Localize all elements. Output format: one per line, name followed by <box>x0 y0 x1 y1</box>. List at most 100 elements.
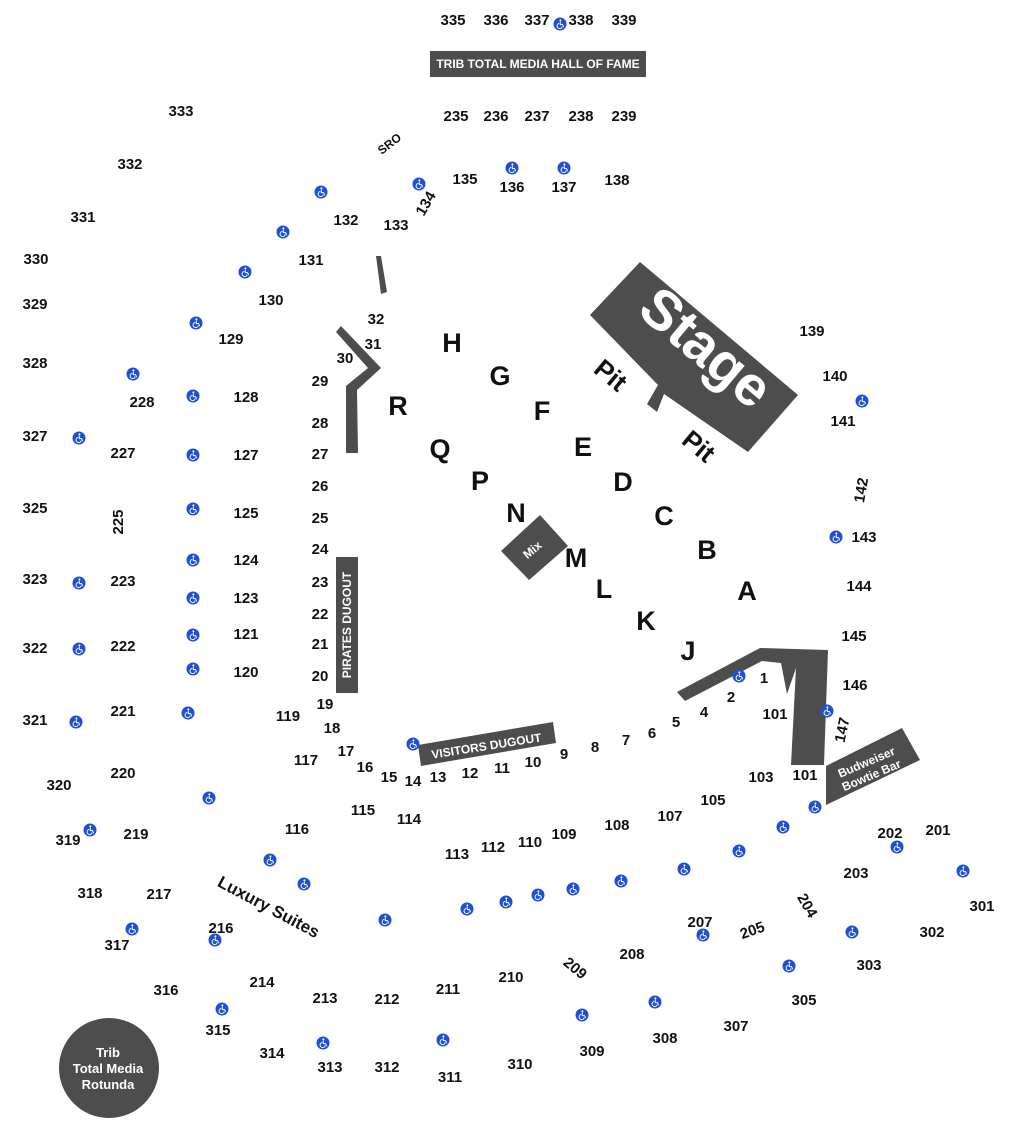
section-114[interactable]: 114 <box>397 811 422 828</box>
section-8[interactable]: 8 <box>591 739 599 756</box>
section-135[interactable]: 135 <box>452 171 477 188</box>
section-319[interactable]: 319 <box>55 832 80 849</box>
section-105[interactable]: 105 <box>700 792 725 809</box>
section-123[interactable]: 123 <box>233 590 258 607</box>
section-112[interactable]: 112 <box>481 839 505 856</box>
section-2[interactable]: 2 <box>727 689 735 706</box>
section-27[interactable]: 27 <box>312 446 329 463</box>
section-338[interactable]: 338 <box>568 12 593 29</box>
section-13[interactable]: 13 <box>430 769 447 786</box>
section-20[interactable]: 20 <box>312 668 329 685</box>
section-21[interactable]: 21 <box>312 636 329 653</box>
section-314[interactable]: 314 <box>259 1045 285 1062</box>
section-12[interactable]: 12 <box>462 765 479 782</box>
section-305[interactable]: 305 <box>791 992 816 1009</box>
section-207[interactable]: 207 <box>687 914 712 931</box>
section-133[interactable]: 133 <box>383 217 408 234</box>
floor-row-k[interactable]: K <box>636 606 656 636</box>
section-337[interactable]: 337 <box>524 12 549 29</box>
section-238[interactable]: 238 <box>568 108 593 125</box>
section-110[interactable]: 110 <box>518 834 542 851</box>
section-208[interactable]: 208 <box>619 946 644 963</box>
section-15[interactable]: 15 <box>381 769 398 786</box>
section-16[interactable]: 16 <box>357 759 374 776</box>
section-18[interactable]: 18 <box>324 720 341 737</box>
section-142[interactable]: 142 <box>851 476 872 504</box>
section-115[interactable]: 115 <box>351 802 375 819</box>
section-214[interactable]: 214 <box>249 974 275 991</box>
section-310[interactable]: 310 <box>507 1056 532 1073</box>
section-217[interactable]: 217 <box>146 886 171 903</box>
section-205[interactable]: 205 <box>738 919 767 944</box>
section-329[interactable]: 329 <box>22 296 47 313</box>
section-222[interactable]: 222 <box>110 638 135 655</box>
section-323[interactable]: 323 <box>22 571 47 588</box>
section-28[interactable]: 28 <box>312 415 329 432</box>
section-309[interactable]: 309 <box>579 1043 604 1060</box>
section-26[interactable]: 26 <box>312 478 329 495</box>
section-147[interactable]: 147 <box>832 716 854 744</box>
section-203[interactable]: 203 <box>843 865 868 882</box>
section-318[interactable]: 318 <box>77 885 102 902</box>
section-210[interactable]: 210 <box>498 969 523 986</box>
section-127[interactable]: 127 <box>233 447 258 464</box>
floor-row-j[interactable]: J <box>680 636 695 666</box>
section-236[interactable]: 236 <box>483 108 508 125</box>
section-330[interactable]: 330 <box>23 251 48 268</box>
section-335[interactable]: 335 <box>440 12 465 29</box>
floor-row-l[interactable]: L <box>596 574 613 604</box>
section-25[interactable]: 25 <box>312 510 329 527</box>
section-333[interactable]: 333 <box>168 103 193 120</box>
section-125[interactable]: 125 <box>233 505 258 522</box>
section-103[interactable]: 103 <box>748 769 773 786</box>
section-138[interactable]: 138 <box>604 172 629 189</box>
section-223[interactable]: 223 <box>110 573 135 590</box>
section-14[interactable]: 14 <box>405 773 422 790</box>
section-145[interactable]: 145 <box>841 628 866 645</box>
section-225[interactable]: 225 <box>110 509 127 534</box>
section-320[interactable]: 320 <box>46 777 71 794</box>
section-325[interactable]: 325 <box>22 500 47 517</box>
section-339[interactable]: 339 <box>611 12 636 29</box>
section-10[interactable]: 10 <box>525 754 542 771</box>
section-134[interactable]: 134 <box>412 188 440 219</box>
section-139[interactable]: 139 <box>799 323 824 340</box>
section-137[interactable]: 137 <box>551 179 576 196</box>
section-211[interactable]: 211 <box>436 981 460 998</box>
section-131[interactable]: 131 <box>298 252 323 269</box>
section-221[interactable]: 221 <box>110 703 135 720</box>
section-212[interactable]: 212 <box>374 991 399 1008</box>
floor-row-f[interactable]: F <box>534 396 551 426</box>
section-216[interactable]: 216 <box>208 920 233 937</box>
section-4[interactable]: 4 <box>700 704 709 721</box>
floor-row-b[interactable]: B <box>697 535 717 565</box>
section-121[interactable]: 121 <box>233 626 258 643</box>
section-315[interactable]: 315 <box>205 1022 230 1039</box>
section-19[interactable]: 19 <box>317 696 334 713</box>
section-9[interactable]: 9 <box>560 746 568 763</box>
section-117[interactable]: 117 <box>294 752 318 769</box>
section-332[interactable]: 332 <box>117 156 142 173</box>
section-31[interactable]: 31 <box>365 336 382 353</box>
section-235[interactable]: 235 <box>443 108 468 125</box>
section-302[interactable]: 302 <box>919 924 944 941</box>
section-228[interactable]: 228 <box>129 394 154 411</box>
floor-row-c[interactable]: C <box>654 501 674 531</box>
section-32[interactable]: 32 <box>368 311 385 328</box>
section-130[interactable]: 130 <box>258 292 283 309</box>
floor-row-g[interactable]: G <box>489 361 510 391</box>
section-336[interactable]: 336 <box>483 12 508 29</box>
section-23[interactable]: 23 <box>312 574 329 591</box>
section-132[interactable]: 132 <box>333 212 358 229</box>
section-7[interactable]: 7 <box>622 732 630 749</box>
section-316[interactable]: 316 <box>153 982 178 999</box>
floor-row-d[interactable]: D <box>613 467 633 497</box>
section-109[interactable]: 109 <box>551 826 576 843</box>
section-328[interactable]: 328 <box>22 355 47 372</box>
section-303[interactable]: 303 <box>856 957 881 974</box>
section-108[interactable]: 108 <box>604 817 629 834</box>
section-116[interactable]: 116 <box>285 821 309 838</box>
section-143[interactable]: 143 <box>851 529 876 546</box>
section-17[interactable]: 17 <box>338 743 355 760</box>
section-213[interactable]: 213 <box>312 990 337 1007</box>
